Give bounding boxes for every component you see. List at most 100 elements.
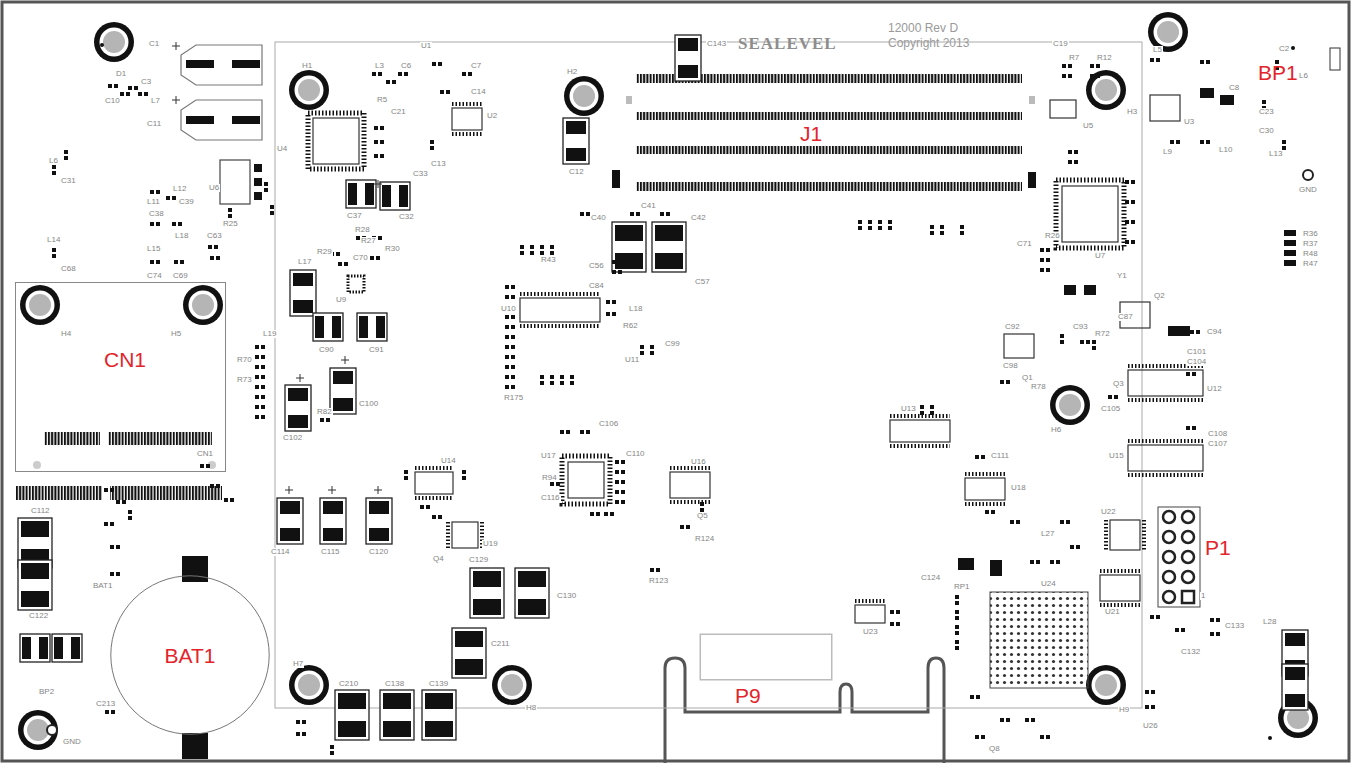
part-designator: R82 (316, 408, 333, 416)
part-designator: U23 (862, 628, 879, 636)
part-designator: U5 (1082, 122, 1094, 130)
part-designator: C130 (556, 592, 577, 600)
part-designator: C57 (694, 278, 711, 286)
part-designator: C39 (178, 198, 195, 206)
part-designator: Q2 (1153, 292, 1166, 300)
part-designator: U24 (1040, 580, 1057, 588)
part-designator: C12 (568, 168, 585, 176)
part-designator: L11 (146, 198, 161, 206)
part-designator: C68 (60, 265, 77, 273)
part-label: BAT1 (165, 645, 216, 666)
part-designator: GND (62, 738, 82, 746)
battery-circle (111, 576, 269, 734)
part-designator: C114 (270, 548, 291, 556)
part-designator: C84 (588, 282, 605, 290)
part-designator: C23 (1258, 108, 1275, 116)
part-designator: C38 (148, 210, 165, 218)
part-designator: C112 (30, 507, 51, 515)
part-designator: L27 (1040, 530, 1055, 538)
part-designator: C102 (282, 434, 303, 442)
part-designator: R78 (1030, 383, 1047, 391)
part-designator: L14 (46, 236, 61, 244)
part-designator: C74 (146, 272, 163, 280)
part-designator: U21 (1104, 608, 1121, 616)
part-designator: R25 (222, 220, 239, 228)
part-designator: U6 (208, 184, 220, 192)
part-designator: C116 (540, 494, 561, 502)
part-designator: H2 (566, 68, 578, 76)
part-designator: C30 (1258, 127, 1275, 135)
logo-text: SEALEVEL (738, 35, 837, 52)
part-designator: L19 (262, 330, 277, 338)
part-designator: C138 (384, 680, 405, 688)
part-designator: H5 (170, 330, 182, 338)
part-designator: C133 (1224, 622, 1245, 630)
part-designator: R7 (1068, 54, 1080, 62)
part-designator: C143 (706, 40, 727, 48)
part-designator: C7 (470, 62, 482, 70)
part-designator: C93 (1072, 323, 1089, 331)
part-designator: U14 (440, 457, 457, 465)
part-designator: H9 (1118, 706, 1130, 714)
part-designator: Q5 (696, 512, 709, 520)
part-designator: R36 (1302, 230, 1319, 238)
part-designator: C106 (598, 420, 619, 428)
part-designator: L18 (174, 232, 189, 240)
part-designator: R43 (540, 256, 557, 264)
part-designator: 1 (1200, 592, 1206, 600)
part-designator: U10 (500, 305, 517, 313)
part-designator: C33 (412, 170, 429, 178)
part-designator: R12 (1096, 54, 1113, 62)
connector-label: BP1 (1258, 62, 1298, 83)
part-designator: C90 (318, 346, 335, 354)
part-designator: U9 (335, 296, 347, 304)
part-designator: C129 (468, 556, 489, 564)
part-designator: L18 (628, 305, 643, 313)
part-designator: D1 (115, 70, 127, 78)
part-designator: C87 (1117, 313, 1134, 321)
part-designator: C91 (368, 346, 385, 354)
part-designator: U15 (1108, 452, 1125, 460)
part-designator: C92 (1004, 323, 1021, 331)
part-designator: C94 (1206, 328, 1223, 336)
part-label: CN1 (104, 349, 146, 370)
part-designator: BAT1 (92, 582, 113, 590)
part-designator: U16 (690, 458, 707, 466)
part-designator: R94 (541, 474, 558, 482)
part-designator: C32 (398, 213, 415, 221)
part-designator: L15 (146, 245, 161, 253)
part-designator: R123 (648, 577, 669, 585)
part-designator: C99 (664, 340, 681, 348)
part-designator: BP2 (38, 688, 55, 696)
part-designator: U1 (420, 42, 432, 50)
part-designator: C100 (358, 400, 379, 408)
part-designator: U12 (1206, 385, 1223, 393)
part-designator: C63 (206, 232, 223, 240)
part-designator: C104 (1186, 358, 1207, 366)
part-designator: C14 (470, 88, 487, 96)
part-designator: R27 (360, 237, 377, 245)
part-designator: R70 (236, 356, 253, 364)
part-designator: R175 (503, 394, 524, 402)
battery-holder: BAT1 (110, 575, 270, 735)
part-designator: GND (1298, 186, 1318, 194)
part-designator: R37 (1302, 240, 1319, 248)
part-designator: U19 (482, 540, 499, 548)
part-designator: U26 (1142, 722, 1159, 730)
part-designator: C10 (104, 97, 121, 105)
part-designator: RP1 (953, 583, 971, 591)
part-designator: C120 (368, 548, 389, 556)
part-designator: C2 (1278, 45, 1290, 53)
part-designator: U22 (1100, 508, 1117, 516)
minipcie-slot: CN1 (15, 282, 226, 472)
part-designator: C111 (990, 452, 1010, 460)
part-designator: U13 (900, 405, 917, 413)
part-designator: R47 (1302, 260, 1319, 268)
part-designator: C71 (1016, 240, 1033, 248)
part-designator: R72 (1094, 330, 1111, 338)
part-designator: R73 (236, 376, 253, 384)
part-designator: H6 (1050, 426, 1062, 434)
part-designator: U11 (624, 356, 640, 364)
connector-label: J1 (800, 123, 822, 144)
part-designator: R5 (376, 96, 388, 104)
